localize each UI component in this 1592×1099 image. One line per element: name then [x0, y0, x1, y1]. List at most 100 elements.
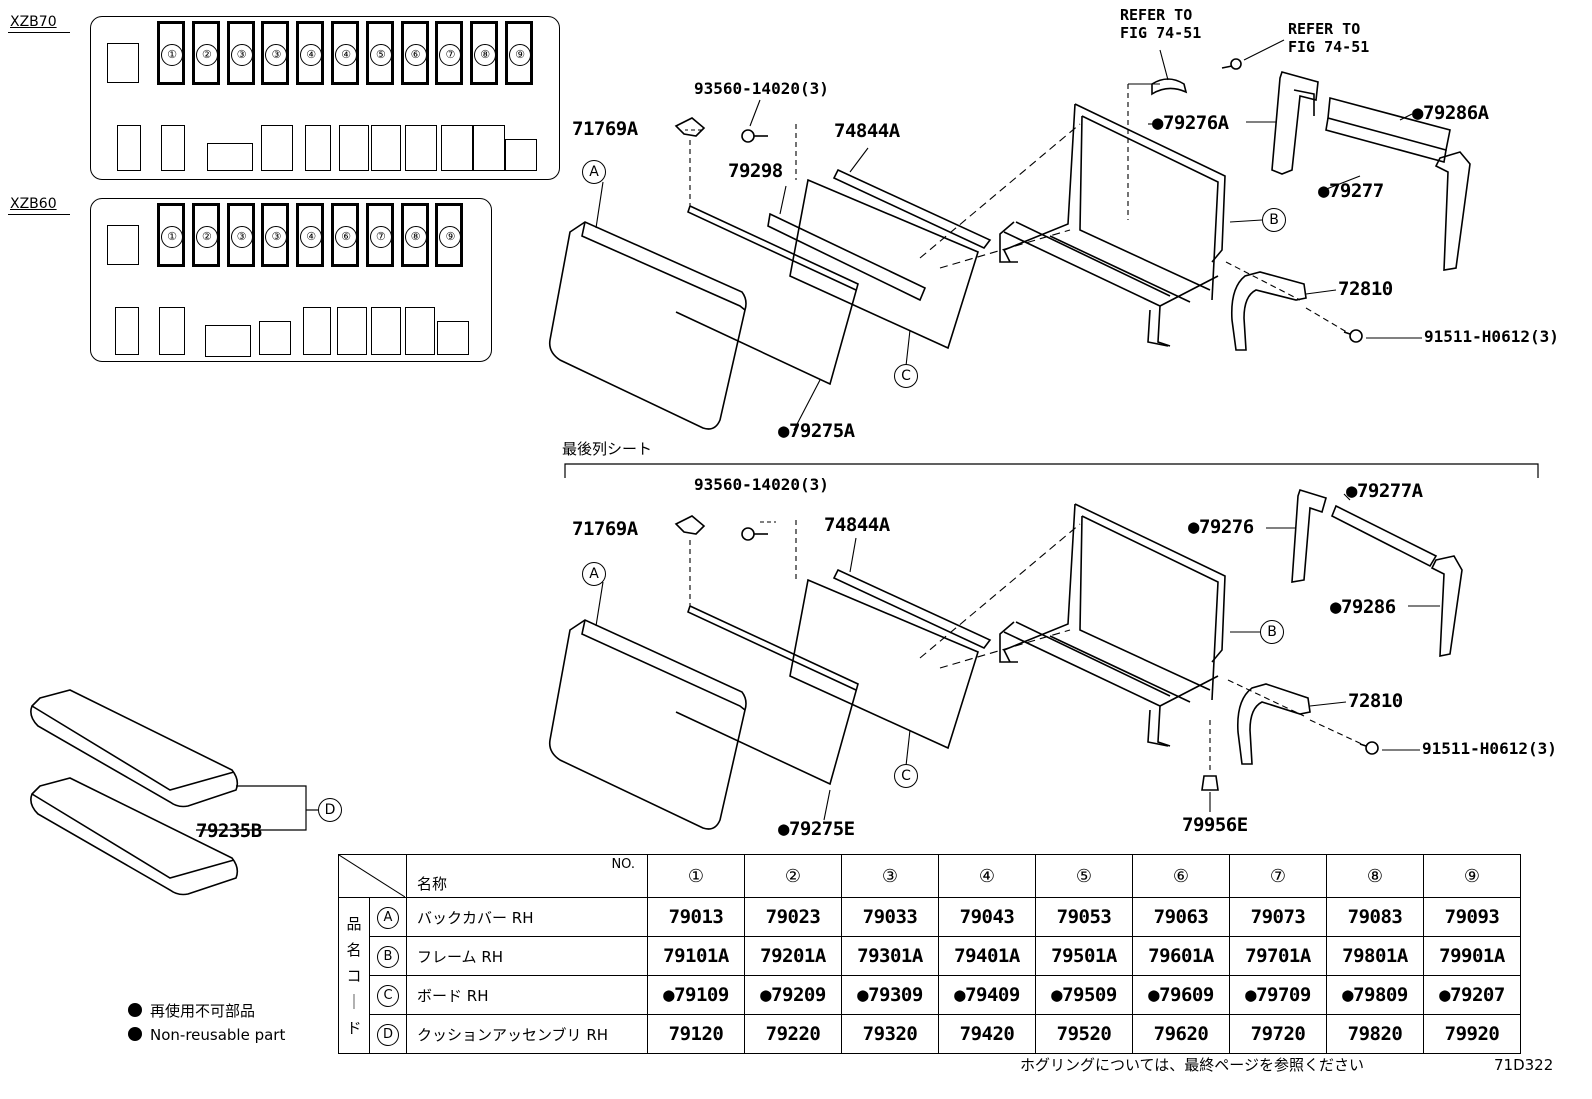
- lineup-slot: ⑧: [470, 21, 499, 85]
- part-number: 79053: [1035, 897, 1133, 937]
- part-number: 79023: [744, 897, 842, 937]
- slot-number: ⑥: [404, 44, 427, 66]
- top-bracket: [1151, 78, 1188, 96]
- refer-note-1: REFER TO FIG 74-51: [1120, 6, 1202, 42]
- table-header-name: 名称 NO.: [406, 854, 648, 898]
- top-clip-71769a: [674, 117, 706, 137]
- part-number: 79063: [1132, 897, 1230, 937]
- marker-b-top: B: [1262, 208, 1286, 232]
- lineup-slot: ③: [261, 21, 290, 85]
- top-back-cushion: [548, 221, 747, 430]
- lineup-window: [405, 307, 435, 355]
- header-name-label: 名称: [417, 875, 448, 893]
- top-trim-79276a: [1271, 71, 1319, 175]
- lineup-window: [473, 125, 505, 171]
- figure-code: 71D322: [1494, 1056, 1554, 1074]
- refer-note-2: REFER TO FIG 74-51: [1288, 20, 1370, 56]
- label-79277a-bottom: ●79277A: [1346, 480, 1423, 502]
- lineup-window: [305, 125, 331, 171]
- label-79286-bottom: ●79286: [1330, 596, 1396, 618]
- column-header: ②: [744, 854, 842, 898]
- bottom-grommet-79956e: [1201, 775, 1219, 791]
- marker-a-top: A: [582, 160, 606, 184]
- row-marker: D: [377, 1023, 399, 1046]
- part-number: ●79109: [647, 975, 745, 1015]
- marker-a-bottom: A: [582, 562, 606, 586]
- label-71769a-top: 71769A: [572, 118, 638, 140]
- lineup-slot: ⑥: [400, 21, 429, 85]
- header-no-label: NO.: [611, 857, 635, 872]
- slot-number: ⑧: [404, 226, 427, 248]
- label-71769a-bottom: 71769A: [572, 518, 638, 540]
- marker-b-bottom: B: [1260, 620, 1284, 644]
- legend-en-text: Non-reusable part: [150, 1026, 286, 1044]
- label-79275a-top: ●79275A: [778, 420, 855, 442]
- bottom-back-cushion: [548, 619, 747, 830]
- part-number: 79083: [1326, 897, 1424, 937]
- part-number: 79201A: [744, 936, 842, 976]
- lineup-window: [107, 43, 139, 83]
- lineup-slot: ⑨: [505, 21, 533, 85]
- label-74844a-bottom: 74844A: [824, 514, 890, 536]
- top-frame: [1074, 103, 1226, 263]
- bottom-bolt-91511: [1365, 741, 1379, 755]
- lineup-window: [371, 307, 401, 355]
- top-screw: [1230, 58, 1242, 70]
- row-marker: A: [377, 906, 399, 929]
- part-number: ●79207: [1423, 975, 1521, 1015]
- lineup-slot: ⑤: [365, 21, 394, 85]
- slot-number: ⑦: [369, 226, 392, 248]
- lineup-window: [505, 139, 537, 171]
- slot-number: ⑧: [474, 44, 497, 66]
- lineup-slot: ④: [331, 21, 359, 85]
- bottom-bar-74844a: [832, 568, 992, 649]
- top-bar-74844a: [832, 168, 992, 249]
- slot-number: ②: [195, 44, 218, 66]
- bottom-board: [789, 578, 979, 750]
- label-93560-top: 93560-14020(3): [694, 79, 829, 98]
- part-number: 79220: [744, 1014, 842, 1054]
- label-79235b: 79235B: [196, 820, 262, 842]
- label-79956e-bottom: 79956E: [1182, 814, 1248, 836]
- lineup-window: [339, 125, 369, 171]
- part-number: 79013: [647, 897, 745, 937]
- lineup-slot: ②: [191, 21, 220, 85]
- column-header: ①: [647, 854, 745, 898]
- top-back-cover: [675, 205, 859, 386]
- part-name: フレーム RH: [406, 936, 648, 976]
- label-91511-bottom: 91511-H0612(3): [1422, 739, 1557, 758]
- label-79276a-top: ●79276A: [1152, 112, 1229, 134]
- slot-number: ②: [195, 226, 218, 248]
- lineup-slot: ⑨: [435, 203, 464, 267]
- model-label-xzb70: XZB70: [10, 14, 57, 30]
- lineup-slot: ③: [226, 21, 255, 85]
- label-74844a-top: 74844A: [834, 120, 900, 142]
- slot-number: ⑥: [335, 226, 357, 248]
- bottom-trim-79276: [1291, 489, 1327, 583]
- row-marker-cell: B: [369, 936, 407, 976]
- model-underline: [8, 32, 70, 33]
- label-93560-bottom: 93560-14020(3): [694, 475, 829, 494]
- slot-number: ③: [265, 44, 288, 66]
- label-79276-bottom: ●79276: [1188, 516, 1254, 538]
- part-number: ●79209: [744, 975, 842, 1015]
- part-number: 79120: [647, 1014, 745, 1054]
- part-number: 79043: [938, 897, 1036, 937]
- lineup-slot: ①: [157, 203, 185, 267]
- bottom-armrest-72810: [1236, 683, 1311, 765]
- row-marker: C: [377, 984, 399, 1007]
- lineup-slot: ⑦: [435, 21, 464, 85]
- row-marker-cell: A: [369, 897, 407, 937]
- bullet-icon: [128, 1003, 142, 1017]
- row-marker-cell: C: [369, 975, 407, 1015]
- slot-number: ③: [230, 226, 253, 248]
- label-79286a-top: ●79286A: [1412, 102, 1489, 124]
- lineup-window: [161, 125, 185, 171]
- part-number: ●79809: [1326, 975, 1424, 1015]
- footer-note: ホグリングについては、最終ページを参照ください: [1020, 1056, 1364, 1074]
- bottom-trim-79286: [1430, 555, 1463, 657]
